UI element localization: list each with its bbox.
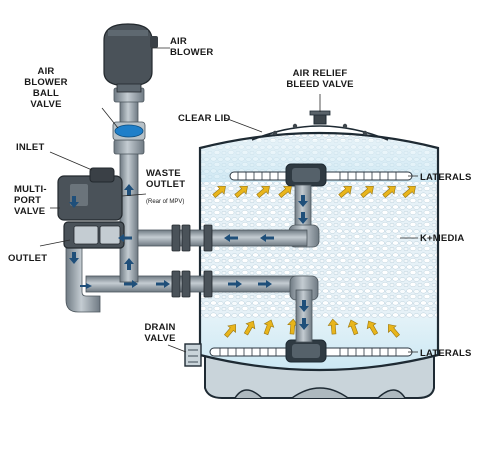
laterals-bottom <box>209 339 413 363</box>
ball-valve <box>112 121 146 141</box>
label-inlet: INLET <box>16 142 44 153</box>
drain-valve <box>184 343 202 367</box>
ball-valve-handle-icon <box>114 124 144 138</box>
label-waste-outlet-sub: (Rear of MPV) <box>146 199 184 205</box>
air-relief-valve <box>272 110 368 136</box>
label-clear-lid: CLEAR LID <box>178 113 230 124</box>
air-flow-arrows <box>212 186 416 338</box>
laterals-top <box>229 163 413 187</box>
lower-horizontal-pipe <box>85 275 309 293</box>
tank-outline <box>198 131 440 372</box>
label-laterals-top: LATERALS <box>420 172 472 183</box>
label-outlet: OUTLET <box>8 253 47 264</box>
label-laterals-bottom: LATERALS <box>420 348 472 359</box>
water-flow-arrows <box>69 184 309 330</box>
leader-lines <box>39 47 418 353</box>
label-k-media: K+MEDIA <box>420 233 464 244</box>
clear-lid <box>251 125 389 141</box>
air-blower <box>103 23 158 93</box>
inner-drop-pipe <box>295 289 313 343</box>
multiport-valve <box>57 167 125 249</box>
